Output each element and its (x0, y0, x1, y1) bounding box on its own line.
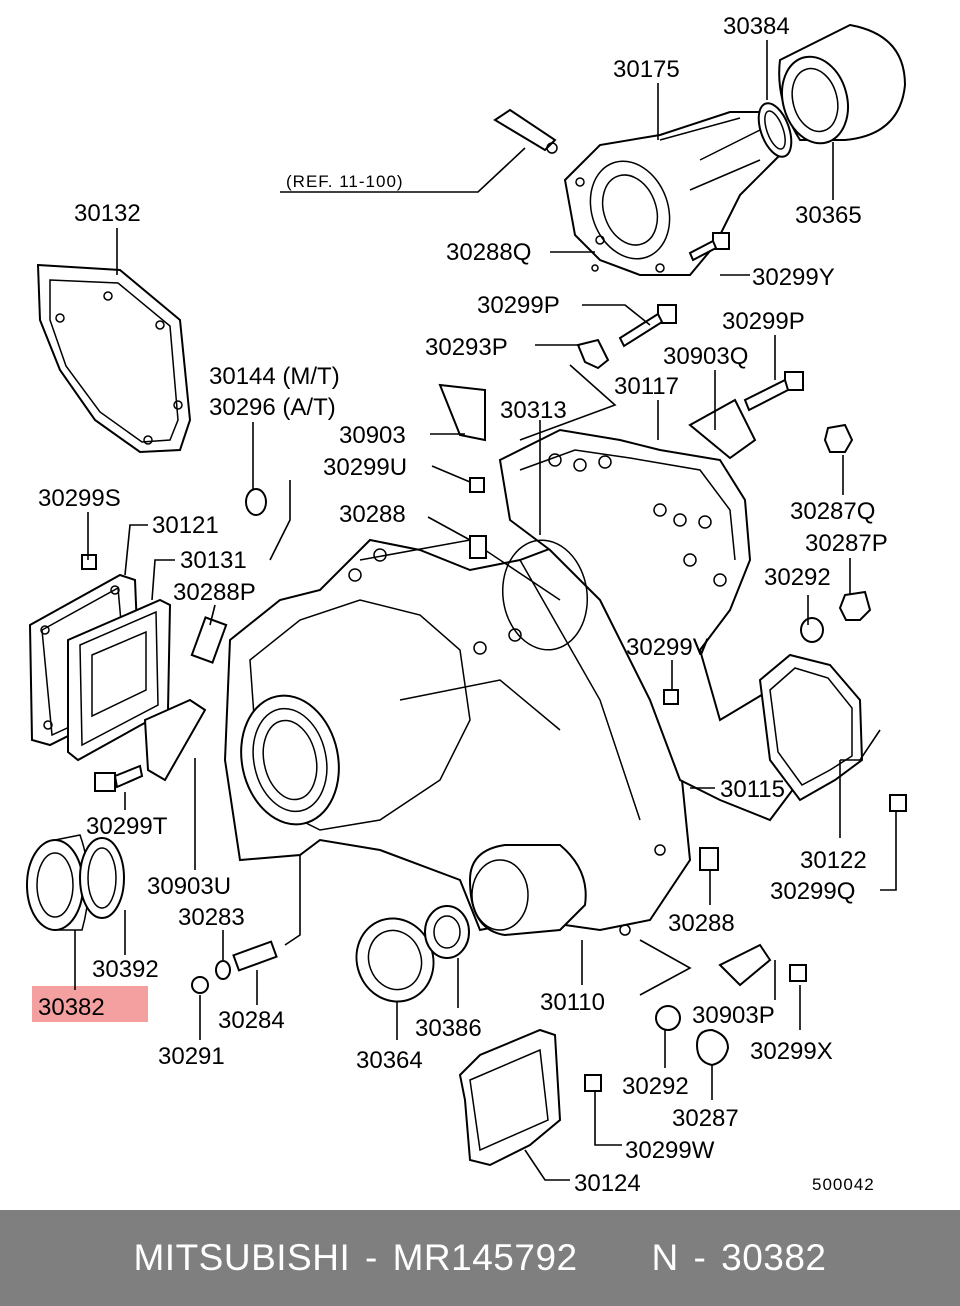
label-30124: 30124 (574, 1170, 641, 1197)
label-30132: 30132 (74, 200, 141, 227)
label-30110: 30110 (540, 989, 605, 1016)
leader-lines (74, 40, 897, 1181)
label-30293P: 30293P (425, 334, 508, 361)
label-30121: 30121 (152, 512, 219, 539)
selected-part-highlight (32, 986, 148, 1022)
label-30284: 30284 (218, 1007, 285, 1034)
label-30299T: 30299T (86, 813, 168, 840)
label-30299X: 30299X (750, 1038, 833, 1065)
label-30299Y: 30299Y (752, 264, 835, 291)
seal-ring-30384 (757, 102, 793, 158)
reference-text: (REF. 11-100) (286, 172, 404, 191)
exploded-parts-diagram: 30384 30175 30365 30132 (REF. 11-100) 30… (26, 13, 907, 1197)
label-30299U: 30299U (323, 454, 407, 481)
label-30288: 30288 (339, 501, 406, 528)
label-30903Q: 30903Q (663, 343, 748, 370)
part-reference-text: MITSUBISHI - MR145792 N - 30382 (133, 1237, 827, 1278)
label-30903P: 30903P (692, 1002, 775, 1029)
label-30288Q: 30288Q (446, 239, 531, 266)
label-30364: 30364 (356, 1047, 423, 1074)
dust-seal-30364 (355, 917, 435, 1003)
label-30115: 30115 (720, 776, 785, 803)
label-30144MT: 30144 (M/T) (209, 363, 340, 390)
case-half-30117 (498, 428, 802, 822)
label-30291: 30291 (158, 1043, 225, 1070)
cover-30122 (758, 653, 864, 802)
callout-labels: 30384 30175 30365 30132 (REF. 11-100) 30… (38, 13, 888, 1197)
gasket-30132 (36, 263, 192, 454)
label-30296AT: 30296 (A/T) (209, 394, 336, 421)
dust-cover-30365 (778, 23, 907, 145)
label-30392: 30392 (92, 956, 159, 983)
label-30365: 30365 (795, 202, 862, 229)
label-30299W: 30299W (625, 1137, 715, 1164)
label-30903U: 30903U (147, 873, 231, 900)
footer-bar: MITSUBISHI - MR145792 N - 30382 (0, 1210, 960, 1306)
label-30384: 30384 (723, 13, 790, 40)
label-30292-a: 30292 (764, 564, 831, 591)
label-30288P: 30288P (173, 579, 256, 606)
label-30382: 30382 (38, 994, 105, 1021)
ring-30392 (79, 837, 125, 919)
label-30287: 30287 (672, 1105, 739, 1132)
label-30299V: 30299V (626, 634, 709, 661)
label-30386: 30386 (415, 1015, 482, 1042)
label-30117: 30117 (614, 373, 679, 400)
oil-seal-30386 (424, 905, 470, 959)
label-30903: 30903 (339, 422, 406, 449)
small-parts (81, 232, 907, 1092)
label-30175: 30175 (613, 56, 680, 83)
extension-housing (563, 111, 792, 276)
diagram-id: 500042 (812, 1175, 875, 1194)
label-30299Q: 30299Q (770, 878, 855, 905)
label-30313: 30313 (500, 397, 567, 424)
label-30131: 30131 (180, 547, 247, 574)
label-30287P: 30287P (805, 530, 888, 557)
label-30292-b: 30292 (622, 1073, 689, 1100)
label-30299P-a: 30299P (477, 292, 560, 319)
guard-30124 (458, 1028, 562, 1167)
label-30299P-b: 30299P (722, 308, 805, 335)
label-30122: 30122 (800, 847, 867, 874)
pin-tool (493, 108, 558, 154)
label-30287Q: 30287Q (790, 498, 875, 525)
label-30283: 30283 (178, 904, 245, 931)
label-30299S: 30299S (38, 485, 121, 512)
label-30288-b: 30288 (668, 910, 735, 937)
